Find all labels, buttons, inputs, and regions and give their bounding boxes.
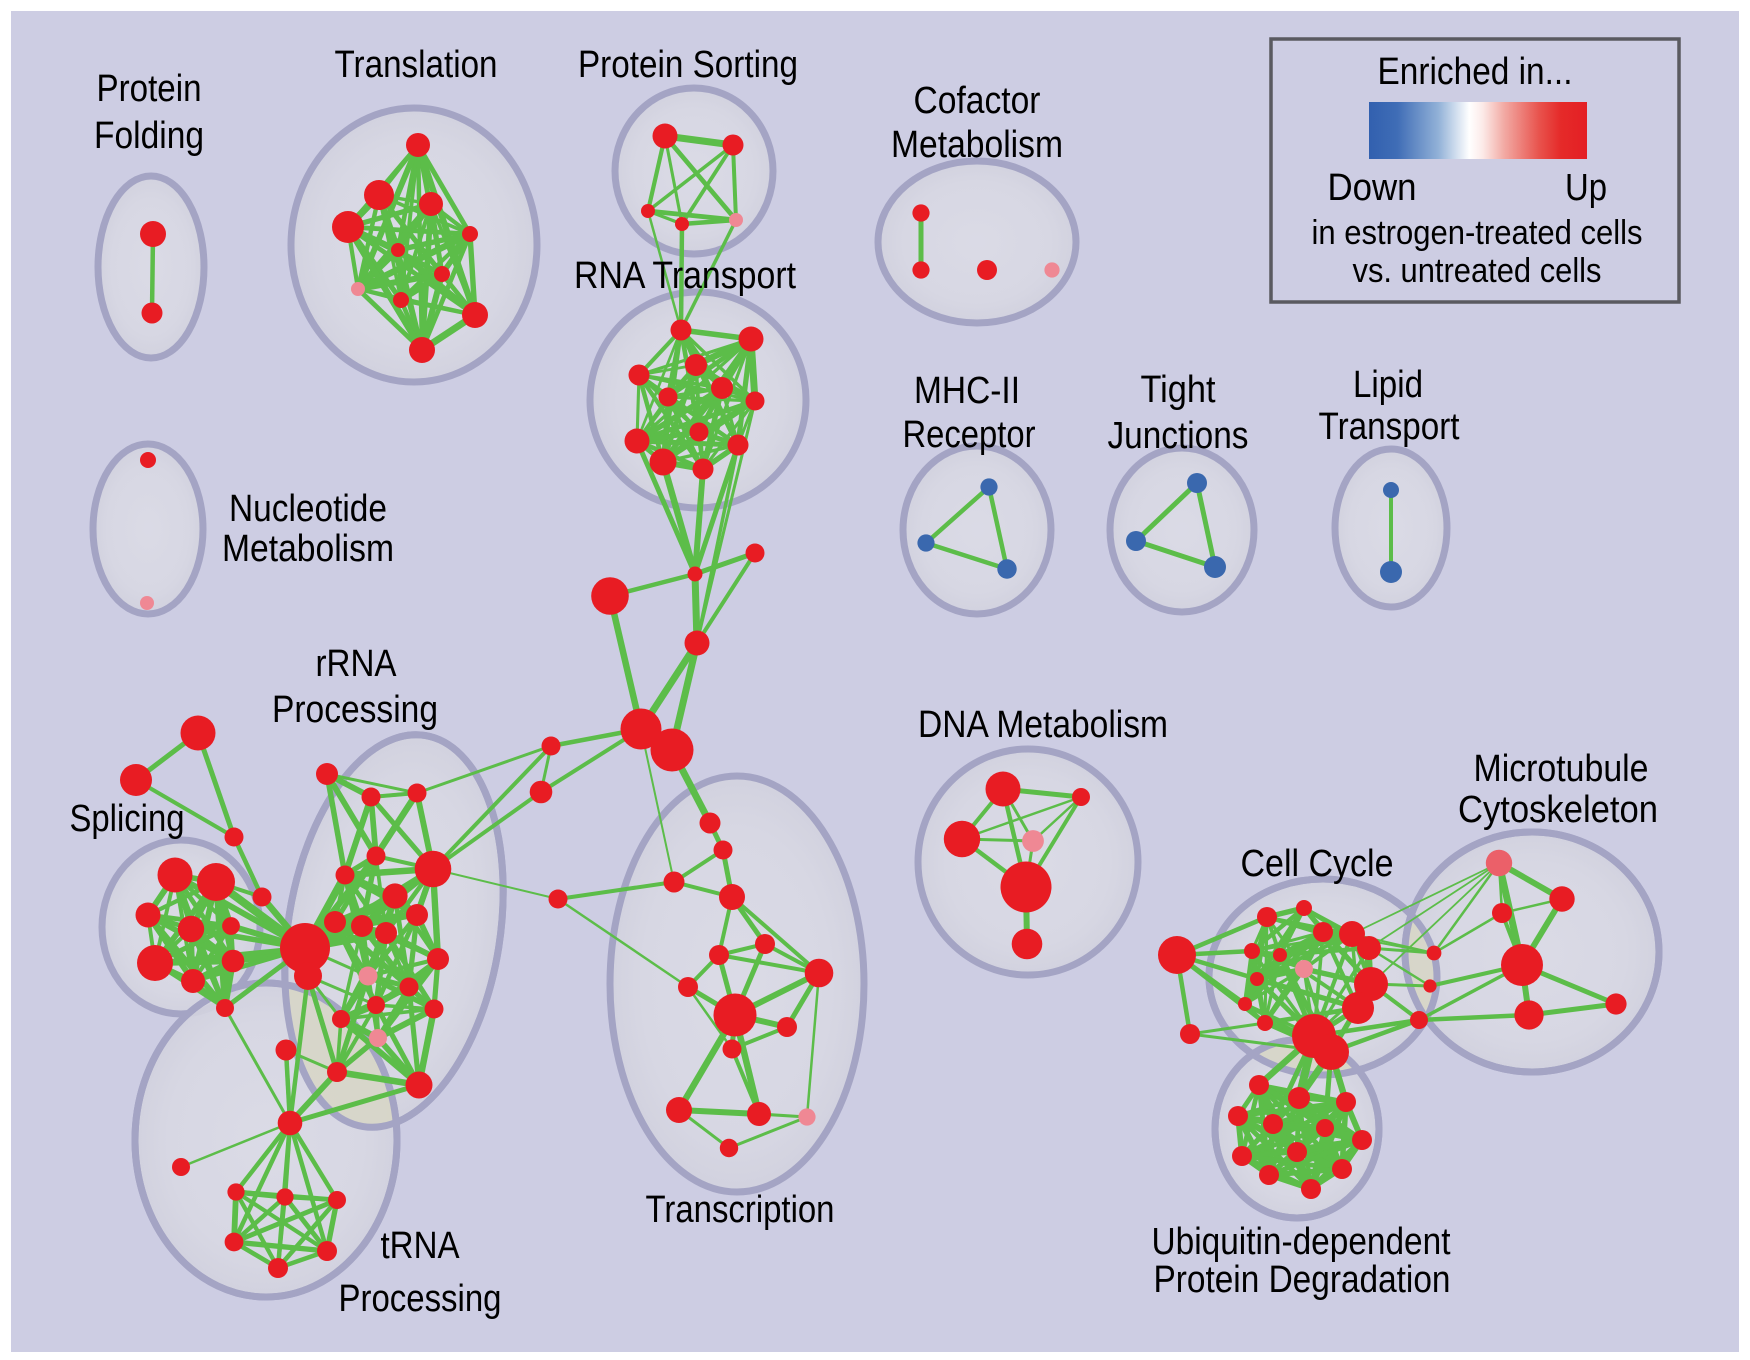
svg-text:Protein Sorting: Protein Sorting: [578, 44, 798, 86]
svg-text:tRNA: tRNA: [381, 1225, 461, 1267]
svg-text:Nucleotide: Nucleotide: [229, 488, 387, 530]
svg-text:Metabolism: Metabolism: [891, 124, 1063, 166]
svg-text:Processing: Processing: [339, 1278, 502, 1320]
svg-text:Receptor: Receptor: [903, 414, 1036, 456]
svg-text:Translation: Translation: [335, 44, 498, 86]
svg-text:Down: Down: [1328, 167, 1417, 209]
svg-text:in estrogen-treated cells: in estrogen-treated cells: [1312, 214, 1643, 252]
svg-text:DNA Metabolism: DNA Metabolism: [918, 704, 1168, 746]
svg-text:Lipid: Lipid: [1353, 364, 1423, 406]
svg-text:Junctions: Junctions: [1108, 415, 1249, 457]
svg-text:Cytoskeleton: Cytoskeleton: [1458, 789, 1658, 831]
svg-text:Protein: Protein: [97, 68, 202, 110]
svg-text:vs. untreated cells: vs. untreated cells: [1353, 252, 1602, 290]
svg-text:Metabolism: Metabolism: [222, 528, 394, 570]
svg-text:Up: Up: [1565, 167, 1607, 209]
svg-text:Transcription: Transcription: [646, 1189, 835, 1231]
svg-text:Folding: Folding: [94, 115, 204, 157]
svg-text:Cell Cycle: Cell Cycle: [1241, 843, 1394, 885]
svg-text:Enriched in...: Enriched in...: [1378, 51, 1573, 93]
svg-text:Transport: Transport: [1319, 406, 1460, 448]
svg-text:MHC-II: MHC-II: [914, 370, 1020, 412]
svg-text:Microtubule: Microtubule: [1474, 748, 1649, 790]
svg-text:Ubiquitin-dependent: Ubiquitin-dependent: [1152, 1221, 1451, 1263]
svg-text:Tight: Tight: [1141, 369, 1216, 411]
svg-text:Cofactor: Cofactor: [914, 80, 1041, 122]
svg-text:Splicing: Splicing: [70, 798, 185, 840]
svg-text:RNA Transport: RNA Transport: [574, 255, 796, 297]
svg-text:Protein Degradation: Protein Degradation: [1154, 1259, 1451, 1301]
svg-text:rRNA: rRNA: [316, 643, 398, 685]
svg-text:Processing: Processing: [272, 689, 438, 731]
